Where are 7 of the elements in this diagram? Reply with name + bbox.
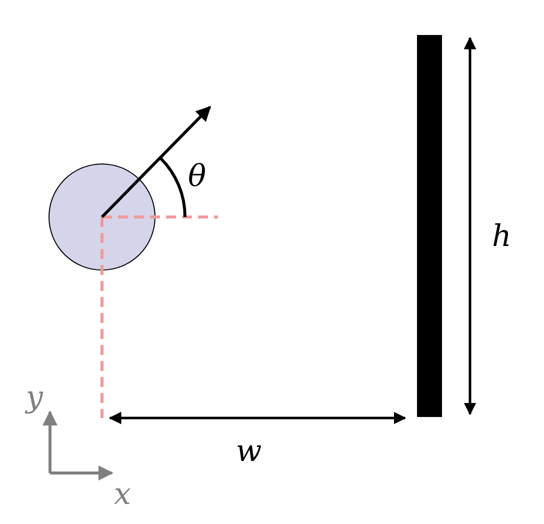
wall (417, 35, 442, 417)
dimension-label: w (236, 437, 262, 467)
ball (48, 164, 156, 270)
angle-label: θ (188, 162, 206, 192)
axis-label: y (26, 383, 43, 413)
axis-label: x (114, 480, 131, 510)
dimension-label: h (492, 222, 512, 252)
